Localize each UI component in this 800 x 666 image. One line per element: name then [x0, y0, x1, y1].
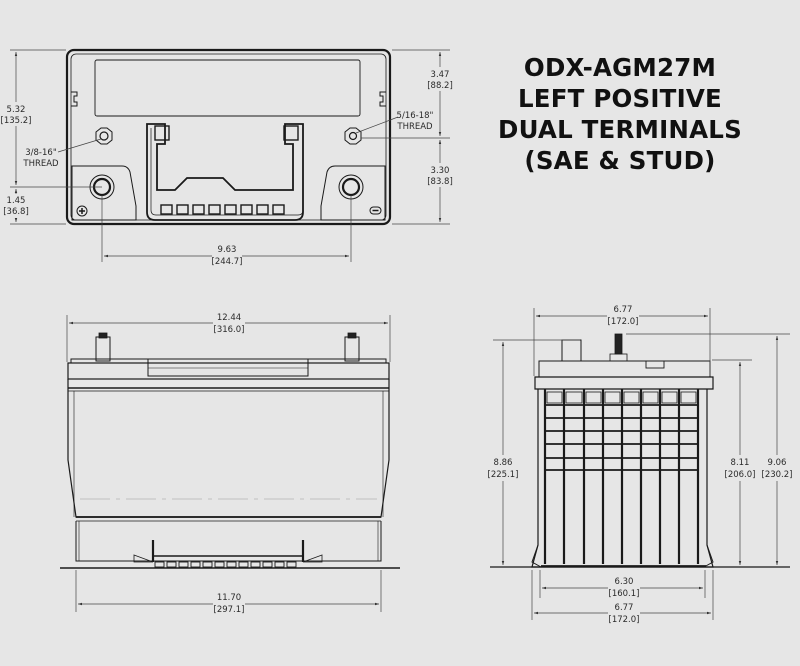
dim-terminal-bottom-mm: [36.8]	[3, 207, 29, 217]
side-view-dimension-text: 12.44 [316.0] 11.70 [297.1]	[213, 310, 245, 617]
dim-bottom-length-in: 11.70	[217, 593, 241, 603]
terminal-type: DUAL TERMINALS	[498, 115, 742, 144]
dim-terminal-bottom-in: 1.45	[7, 196, 26, 206]
dim-top-length-in: 12.44	[217, 313, 241, 323]
left-thread-label: THREAD	[22, 159, 59, 169]
left-thread-size: 3/8-16"	[25, 148, 57, 158]
dim-bottom-width-in: 6.77	[615, 603, 634, 613]
end-view	[490, 333, 790, 568]
dim-bottom-inner-width-mm: [160.1]	[609, 589, 640, 599]
top-view	[65, 48, 392, 226]
dim-height-case-in: 8.11	[731, 458, 750, 468]
dim-right-upper-mm: [88.2]	[427, 81, 453, 91]
dim-height-overall-mm: [230.2]	[762, 470, 793, 480]
dim-height-terminal-mm: [225.1]	[488, 470, 519, 480]
dim-end-top-width-in: 6.77	[614, 305, 633, 315]
dim-right-upper-in: 3.47	[431, 70, 450, 80]
right-thread-label: THREAD	[396, 122, 433, 132]
dim-bottom-length-mm: [297.1]	[214, 605, 245, 615]
dim-top-length-mm: [316.0]	[214, 325, 245, 335]
end-view-dimension-text: 6.77 [172.0] 8.86 [225.1] 8.11 [206.0] 9…	[487, 302, 793, 627]
dim-bottom-inner-width-in: 6.30	[615, 577, 634, 587]
dim-bottom-width-mm: [172.0]	[609, 615, 640, 625]
terminal-orientation: LEFT POSITIVE	[518, 84, 722, 113]
right-thread-size: 5/16-18"	[397, 111, 434, 121]
dim-terminal-spacing-in: 9.63	[218, 245, 237, 255]
dim-end-top-width-mm: [172.0]	[608, 317, 639, 327]
dim-terminal-spacing-mm: [244.7]	[212, 257, 243, 267]
top-view-dimension-text: 5.32 [135.2] 1.45 [36.8] 3.47 [88.2] 3.3…	[1, 67, 454, 268]
dim-right-lower-mm: [83.8]	[427, 177, 453, 187]
dim-height-overall-in: 9.06	[768, 458, 787, 468]
top-view-dimension-lines	[10, 49, 450, 262]
side-view	[60, 332, 400, 569]
dim-overall-height-mm: [135.2]	[1, 116, 32, 126]
dim-overall-height-in: 5.32	[7, 105, 26, 115]
product-title-block: ODX-AGM27M LEFT POSITIVE DUAL TERMINALS …	[490, 52, 750, 176]
model-name: ODX-AGM27M	[523, 53, 717, 82]
dim-height-terminal-in: 8.86	[494, 458, 513, 468]
dim-height-case-mm: [206.0]	[725, 470, 756, 480]
dim-right-lower-in: 3.30	[431, 166, 450, 176]
terminal-standard: (SAE & STUD)	[524, 146, 716, 175]
